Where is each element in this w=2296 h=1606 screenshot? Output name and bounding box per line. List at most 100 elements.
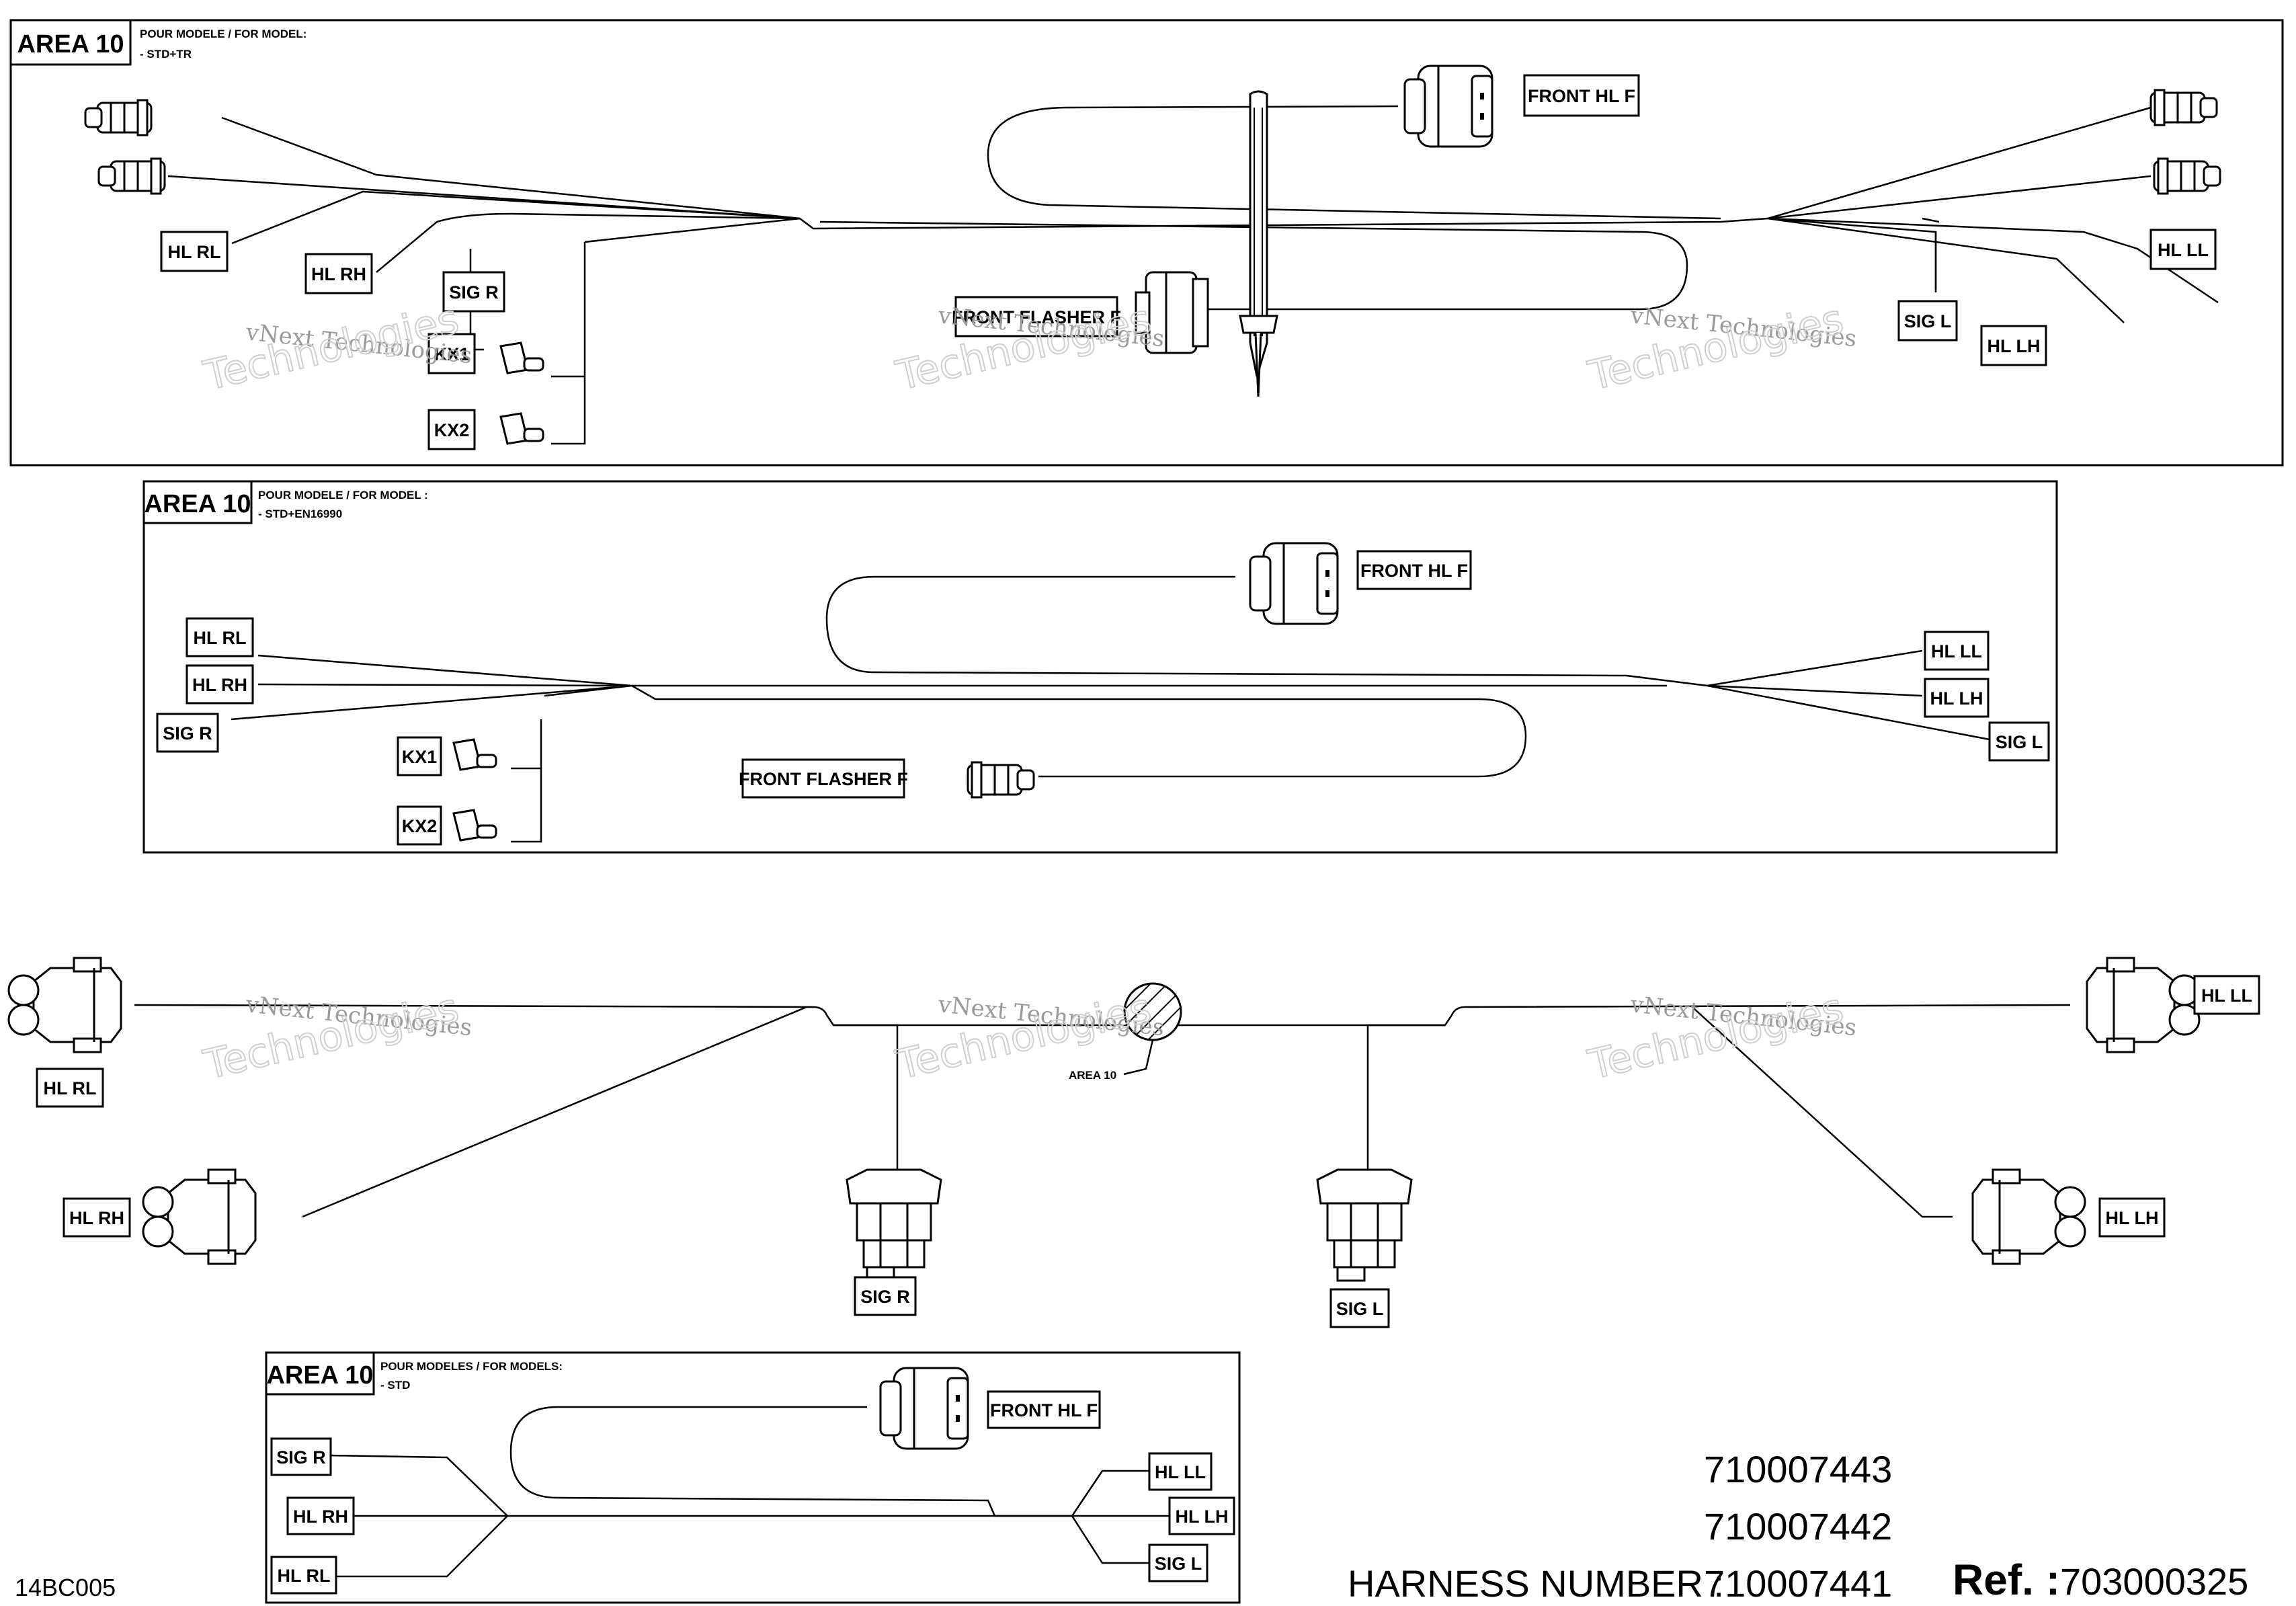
svg-text:KX1: KX1 [402, 747, 438, 767]
hl-rh-connector-icon [97, 157, 166, 195]
label-sig-l: SIG L [1148, 1543, 1208, 1582]
label-kx2: KX2 [427, 409, 476, 450]
svg-text:HL LH: HL LH [2106, 1208, 2159, 1228]
front-hl-connector-icon [1249, 542, 1339, 625]
label-sig-l: SIG L [1329, 1288, 1390, 1328]
model-line-1: POUR MODELE / FOR MODEL: [140, 28, 306, 40]
label-kx2: KX2 [397, 805, 442, 846]
label-hl-rl: HL RL [186, 617, 254, 657]
svg-text:FRONT FLASHER F: FRONT FLASHER F [739, 769, 908, 789]
svg-text:SIG L: SIG L [1996, 732, 2043, 752]
front-flasher-connector-icon [1135, 271, 1209, 354]
panel-bottom: AREA 10 POUR MODELES / FOR MODELS: - STD… [265, 1351, 1241, 1604]
svg-text:SIG L: SIG L [1336, 1299, 1384, 1319]
model-line-1: POUR MODELE / FOR MODEL : [258, 489, 428, 501]
label-hl-lh: HL LH [2098, 1197, 2166, 1238]
front-hl-connector-icon [1403, 65, 1493, 148]
svg-text:HL RH: HL RH [192, 675, 247, 695]
label-hl-ll: HL LL [1148, 1452, 1213, 1491]
model-line-2: - STD+EN16990 [258, 508, 342, 520]
kx1-terminal-icon [499, 342, 544, 374]
model-line-2: - STD [380, 1379, 410, 1392]
label-hl-ll: HL LL [1924, 631, 1990, 671]
svg-text:SIG L: SIG L [1904, 311, 1952, 331]
panel-bottom-frame [265, 1351, 1241, 1604]
svg-text:HL LH: HL LH [1987, 336, 2041, 356]
label-hl-rh: HL RH [186, 664, 254, 705]
svg-text:HL RL: HL RL [194, 628, 247, 648]
hl-ll-connector-icon [2149, 89, 2218, 126]
label-hl-rh: HL RH [304, 253, 373, 294]
label-front-flasher-f: FRONT FLASHER F [952, 296, 1121, 337]
svg-text:HL RH: HL RH [69, 1208, 124, 1228]
svg-text:HL LL: HL LL [2201, 986, 2252, 1006]
label-kx1: KX1 [427, 333, 476, 374]
svg-text:KX2: KX2 [434, 420, 470, 440]
harness-number-label: HARNESS NUMBER : [1348, 1562, 1724, 1605]
drawing-code: 14BC005 [15, 1574, 116, 1601]
main-harness: AREA 10 HL RL HL RH SIG R SIG L HL LL [7, 957, 2260, 1328]
model-line-2: - STD+TR [140, 48, 192, 61]
label-hl-rl: HL RL [160, 231, 229, 272]
label-sig-r: SIG R [442, 271, 505, 313]
svg-text:HL RL: HL RL [168, 242, 221, 262]
label-hl-rl: HL RL [270, 1556, 337, 1595]
footer: 14BC005 HARNESS NUMBER : 710007443 71000… [15, 1448, 2248, 1605]
ref-label: Ref. : [1953, 1556, 2060, 1604]
label-hl-rh: HL RH [286, 1496, 355, 1535]
label-hl-lh: HL LH [1168, 1496, 1235, 1535]
panel-middle-frame [142, 480, 2058, 854]
label-sig-l: SIG L [1988, 721, 2050, 762]
panel-top: AREA 10 POUR MODELE / FOR MODEL: - STD+T… [9, 19, 2284, 467]
svg-text:SIG R: SIG R [449, 282, 499, 303]
label-hl-lh: HL LH [1980, 325, 2047, 366]
harness-number-1: 710007443 [1704, 1448, 1892, 1490]
label-sig-r: SIG R [156, 713, 219, 753]
hl-rh-connector-icon [142, 1168, 257, 1265]
label-sig-r: SIG R [854, 1276, 917, 1316]
kx2-terminal-icon [452, 809, 497, 842]
watermark-outline: Technologies [200, 296, 463, 400]
svg-text:HL LH: HL LH [1176, 1507, 1229, 1527]
svg-text:HL LL: HL LL [2158, 240, 2209, 260]
harness-number-2: 710007442 [1704, 1505, 1892, 1548]
label-front-hl-f: FRONT HL F [1523, 74, 1640, 117]
label-front-hl-f: FRONT HL F [987, 1390, 1101, 1429]
svg-text:SIG R: SIG R [860, 1287, 910, 1307]
svg-text:FRONT HL F: FRONT HL F [1360, 561, 1468, 581]
svg-text:SIG R: SIG R [276, 1447, 326, 1468]
label-hl-rl: HL RL [36, 1068, 104, 1108]
svg-text:HL RH: HL RH [293, 1507, 348, 1527]
hl-rl-connector-icon [84, 99, 153, 136]
svg-text:HL LL: HL LL [1931, 641, 1982, 661]
hl-ll-connector-icon [2086, 957, 2201, 1053]
label-sig-r: SIG R [270, 1437, 332, 1476]
svg-text:HL RH: HL RH [311, 264, 366, 284]
hl-rl-connector-icon [7, 957, 122, 1053]
svg-text:SIG L: SIG L [1155, 1554, 1202, 1574]
area-10-marker: AREA 10 [1069, 982, 1182, 1082]
label-hl-lh: HL LH [1924, 678, 1990, 718]
label-sig-l: SIG L [1897, 300, 1958, 342]
panel-top-frame [9, 19, 2284, 467]
hl-lh-connector-icon [1971, 1168, 2086, 1265]
front-flasher-connector-icon [967, 761, 1035, 799]
ref-value: 703000325 [2060, 1560, 2248, 1603]
panel-middle: AREA 10 POUR MODELE / FOR MODEL : - STD+… [142, 480, 2058, 854]
label-hl-ll: HL LL [2193, 975, 2260, 1015]
svg-text:KX1: KX1 [434, 344, 470, 364]
sig-r-connector-icon [846, 1168, 942, 1282]
label-kx1: KX1 [397, 736, 442, 776]
svg-text:FRONT FLASHER F: FRONT FLASHER F [952, 307, 1121, 327]
svg-text:FRONT HL F: FRONT HL F [1528, 86, 1635, 106]
svg-text:HL LL: HL LL [1155, 1462, 1206, 1482]
kx1-terminal-icon [452, 738, 497, 771]
area-label: AREA 10 [266, 1361, 373, 1390]
front-hl-connector-icon [879, 1367, 969, 1450]
svg-text:FRONT HL F: FRONT HL F [990, 1400, 1098, 1420]
area-callout: AREA 10 [1069, 1069, 1116, 1082]
svg-text:HL RL: HL RL [44, 1078, 97, 1098]
model-line-1: POUR MODELES / FOR MODELS: [380, 1360, 563, 1373]
